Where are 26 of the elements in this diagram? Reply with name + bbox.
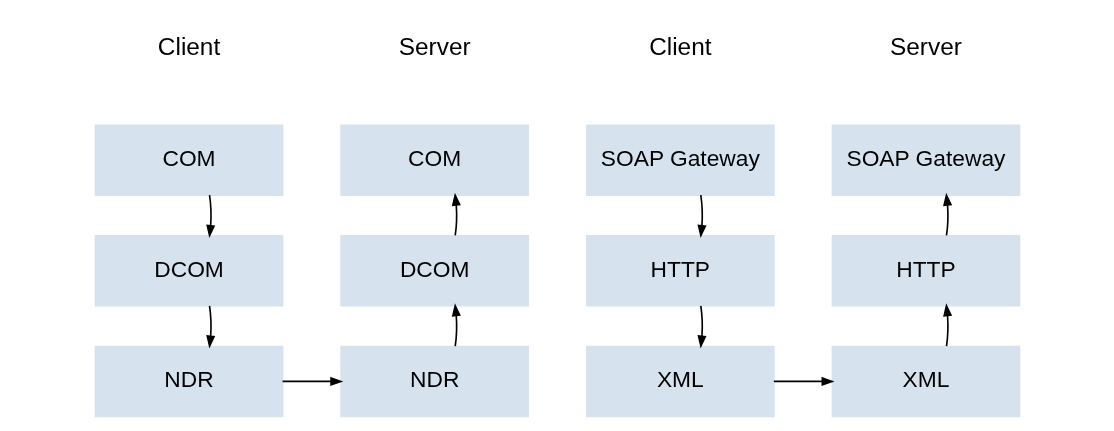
node-box: DCOM: [94, 235, 283, 307]
node-box: COM: [94, 124, 283, 196]
arrow: [205, 305, 215, 349]
label: Client: [648, 33, 711, 61]
arrow: [696, 305, 707, 349]
node-box: NDR: [339, 345, 529, 418]
arrow: [942, 303, 952, 347]
arrow: [205, 194, 215, 238]
node-box: SOAP Gateway: [831, 124, 1020, 196]
label: Client: [157, 33, 220, 61]
arrow: [696, 194, 707, 238]
node-box: HTTP: [585, 235, 775, 307]
label: Server: [398, 33, 471, 61]
node-box: SOAP Gateway: [585, 124, 775, 196]
node-box: COM: [339, 124, 529, 196]
arrow: [942, 192, 952, 237]
label: Server: [889, 33, 962, 61]
node-box: HTTP: [831, 235, 1020, 307]
arrow: [451, 192, 461, 237]
arrow: [281, 376, 343, 386]
arrow: [451, 303, 461, 347]
node-box: XML: [831, 345, 1020, 418]
arrow: [772, 376, 835, 386]
node-box: DCOM: [339, 235, 529, 307]
node-box: XML: [585, 345, 775, 418]
node-box: NDR: [94, 345, 283, 418]
